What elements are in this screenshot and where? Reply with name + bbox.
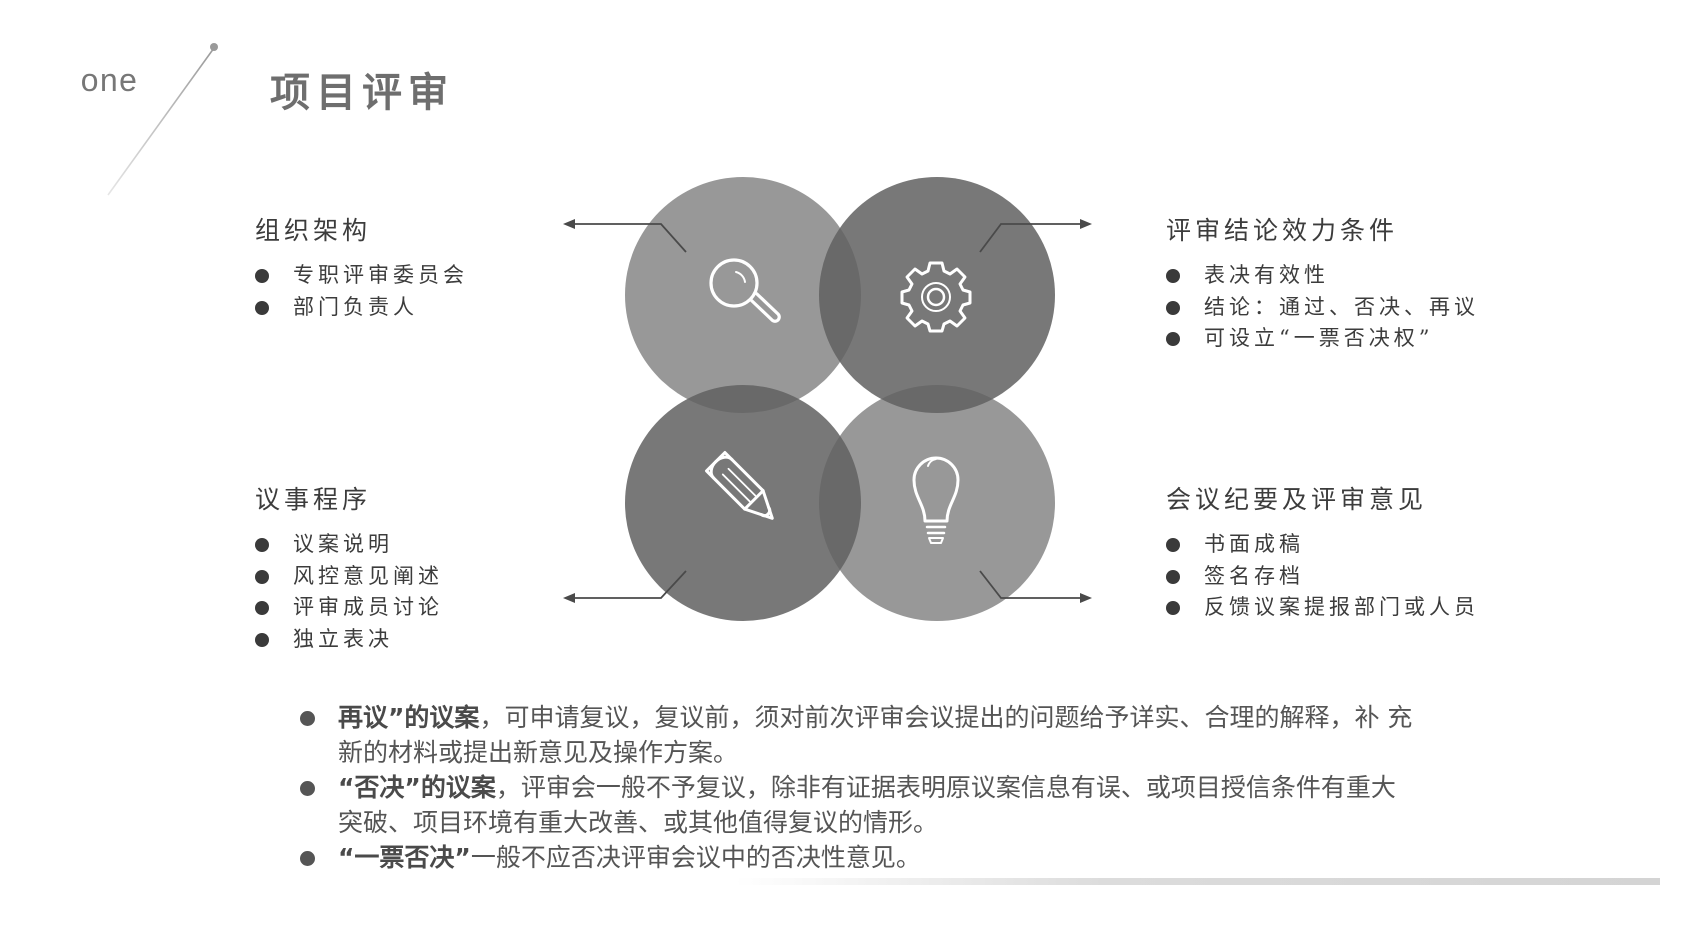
- note-text: ，可申请复议，复议前，须对前次评审会议提出的问题给予详实、合理的解释，补 充新的…: [338, 703, 1413, 767]
- page-title: 项目评审: [270, 69, 454, 116]
- bullet-icon: [255, 538, 269, 552]
- quadrant-heading: 组织架构: [255, 216, 372, 245]
- list-item: 表决有效性: [1166, 260, 1479, 292]
- search-icon: [709, 258, 781, 323]
- quadrant-item-list: 书面成稿 签名存档 反馈议案提报部门或人员: [1166, 529, 1479, 624]
- quadrant-heading: 评审结论效力条件: [1166, 216, 1399, 245]
- connector-top-right: [979, 223, 1083, 253]
- list-item: 议案说明: [255, 529, 443, 561]
- list-item: 结论：通过、否决、再议: [1166, 292, 1479, 324]
- quadrant-item-list: 表决有效性 结论：通过、否决、再议 可设立“一票否决权”: [1166, 260, 1479, 355]
- bullet-icon: [300, 851, 315, 866]
- quadrant-organization: 组织架构 专职评审委员会 部门负责人: [255, 216, 468, 323]
- note-text: 一般不应否决评审会议中的否决性意见。: [470, 843, 921, 872]
- quadrant-item-list: 议案说明 风控意见阐述 评审成员讨论 独立表决: [255, 529, 443, 655]
- bullet-icon: [1166, 601, 1180, 615]
- list-item: 独立表决: [255, 624, 443, 656]
- connector-bottom-right: [979, 570, 1083, 599]
- list-item: 反馈议案提报部门或人员: [1166, 592, 1479, 624]
- pencil-icon: [705, 451, 774, 520]
- note-item: “一票否决”一般不应否决评审会议中的否决性意见。: [298, 840, 1418, 875]
- bullet-icon: [255, 269, 269, 283]
- note-item: “否决”的议案，评审会一般不予复议，除非有证据表明原议案信息有误、或项目授信条件…: [298, 770, 1418, 840]
- list-item: 专职评审委员会: [255, 260, 468, 292]
- bullet-icon: [1166, 269, 1180, 283]
- arrowhead-left-icon: [563, 593, 575, 603]
- connector-top-left: [572, 223, 687, 253]
- bullet-icon: [255, 300, 269, 315]
- lightbulb-icon: [912, 456, 960, 544]
- circle-bottom-left: [625, 385, 861, 621]
- bullet-icon: [255, 601, 269, 615]
- bullet-icon: [1166, 332, 1180, 346]
- arrowhead-right-icon: [1080, 219, 1092, 229]
- note-keyword: “一票否决”: [338, 843, 471, 872]
- list-item: 可设立“一票否决权”: [1166, 323, 1479, 355]
- section-number: one: [80, 64, 138, 101]
- list-item: 签名存档: [1166, 561, 1479, 593]
- arrowhead-right-icon: [1080, 593, 1092, 603]
- bullet-icon: [1166, 300, 1180, 315]
- gear-icon: [900, 261, 972, 333]
- quadrant-item-list: 专职评审委员会 部门负责人: [255, 260, 468, 323]
- connector-bottom-left: [572, 570, 687, 599]
- bullet-icon: [1166, 538, 1180, 552]
- bullet-icon: [255, 632, 269, 647]
- quadrant-meeting-procedure: 议事程序 议案说明 风控意见阐述 评审成员讨论 独立表决: [255, 485, 443, 655]
- notes-list: 再议”的议案，可申请复议，复议前，须对前次评审会议提出的问题给予详实、合理的解释…: [298, 700, 1418, 875]
- circle-top-right: [819, 177, 1055, 413]
- circle-top-left: [625, 177, 861, 413]
- note-text: ，评审会一般不予复议，除非有证据表明原议案信息有误、或项目授信条件有重大 突破、…: [338, 773, 1396, 837]
- list-item: 部门负责人: [255, 292, 468, 324]
- bullet-icon: [300, 781, 315, 796]
- quadrant-conclusion-conditions: 评审结论效力条件 表决有效性 结论：通过、否决、再议 可设立“一票否决权”: [1166, 216, 1479, 355]
- list-item: 书面成稿: [1166, 529, 1479, 561]
- quadrant-heading: 会议纪要及评审意见: [1166, 485, 1428, 514]
- bullet-icon: [300, 711, 315, 726]
- note-item: 再议”的议案，可申请复议，复议前，须对前次评审会议提出的问题给予详实、合理的解释…: [298, 700, 1418, 770]
- note-keyword: 再议”的议案: [338, 703, 480, 732]
- arrowhead-left-icon: [563, 219, 575, 229]
- footer-divider: [735, 878, 1660, 885]
- list-item: 风控意见阐述: [255, 561, 443, 593]
- circle-bottom-right: [819, 385, 1055, 621]
- bullet-icon: [1166, 569, 1180, 584]
- quadrant-heading: 议事程序: [255, 485, 372, 514]
- list-item: 评审成员讨论: [255, 592, 443, 624]
- note-keyword: “否决”的议案: [338, 773, 496, 802]
- bullet-icon: [255, 569, 269, 584]
- quadrant-minutes-opinions: 会议纪要及评审意见 书面成稿 签名存档 反馈议案提报部门或人员: [1166, 485, 1479, 624]
